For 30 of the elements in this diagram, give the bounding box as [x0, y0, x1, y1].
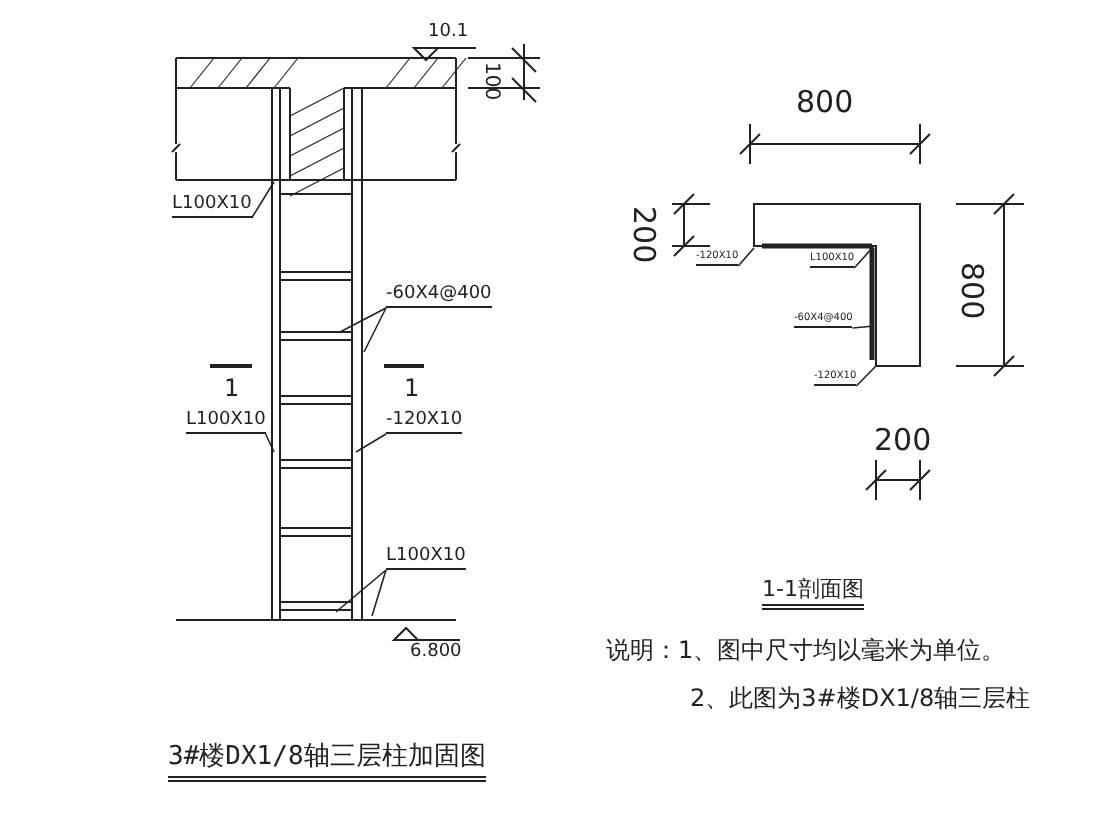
leader-line: [339, 307, 387, 333]
leader-line: [737, 247, 755, 267]
elevation-label: 10.1: [428, 24, 469, 42]
leader-line: [853, 245, 875, 269]
leader-line: [250, 181, 275, 219]
dimension-text: 100: [480, 62, 500, 101]
dimension-text: 800: [796, 88, 854, 118]
dimension-text: 800: [956, 262, 986, 320]
callout-label: -60X4@400: [386, 286, 492, 308]
leader-line: [335, 569, 387, 613]
leader-line: [264, 433, 275, 453]
note-text: 说明：1、图中尺寸均以毫米为单位。: [606, 638, 1006, 662]
callout-label: L100X10: [386, 548, 466, 570]
callout-label: -120X10: [386, 412, 463, 434]
section-drawing: [753, 203, 921, 367]
leader-line: [363, 307, 387, 353]
leader-line: [851, 325, 875, 329]
leader-line: [855, 365, 877, 387]
callout-label: L100X10: [172, 196, 252, 218]
section-number: 1: [224, 376, 240, 400]
dimension-text: 200: [874, 426, 932, 456]
elevation-label: 6.800: [410, 644, 462, 662]
dimension-text: 200: [628, 206, 658, 264]
note-text: 2、此图为3#楼DX1/8轴三层柱: [690, 686, 1031, 710]
leader-line: [371, 569, 387, 617]
section-number: 1: [404, 376, 420, 400]
leader-line: [355, 433, 387, 453]
callout-label: L100X10: [186, 412, 266, 434]
drawing-title: 3#楼DX1/8轴三层柱加固图: [168, 744, 486, 782]
section-title: 1-1剖面图: [762, 578, 864, 610]
